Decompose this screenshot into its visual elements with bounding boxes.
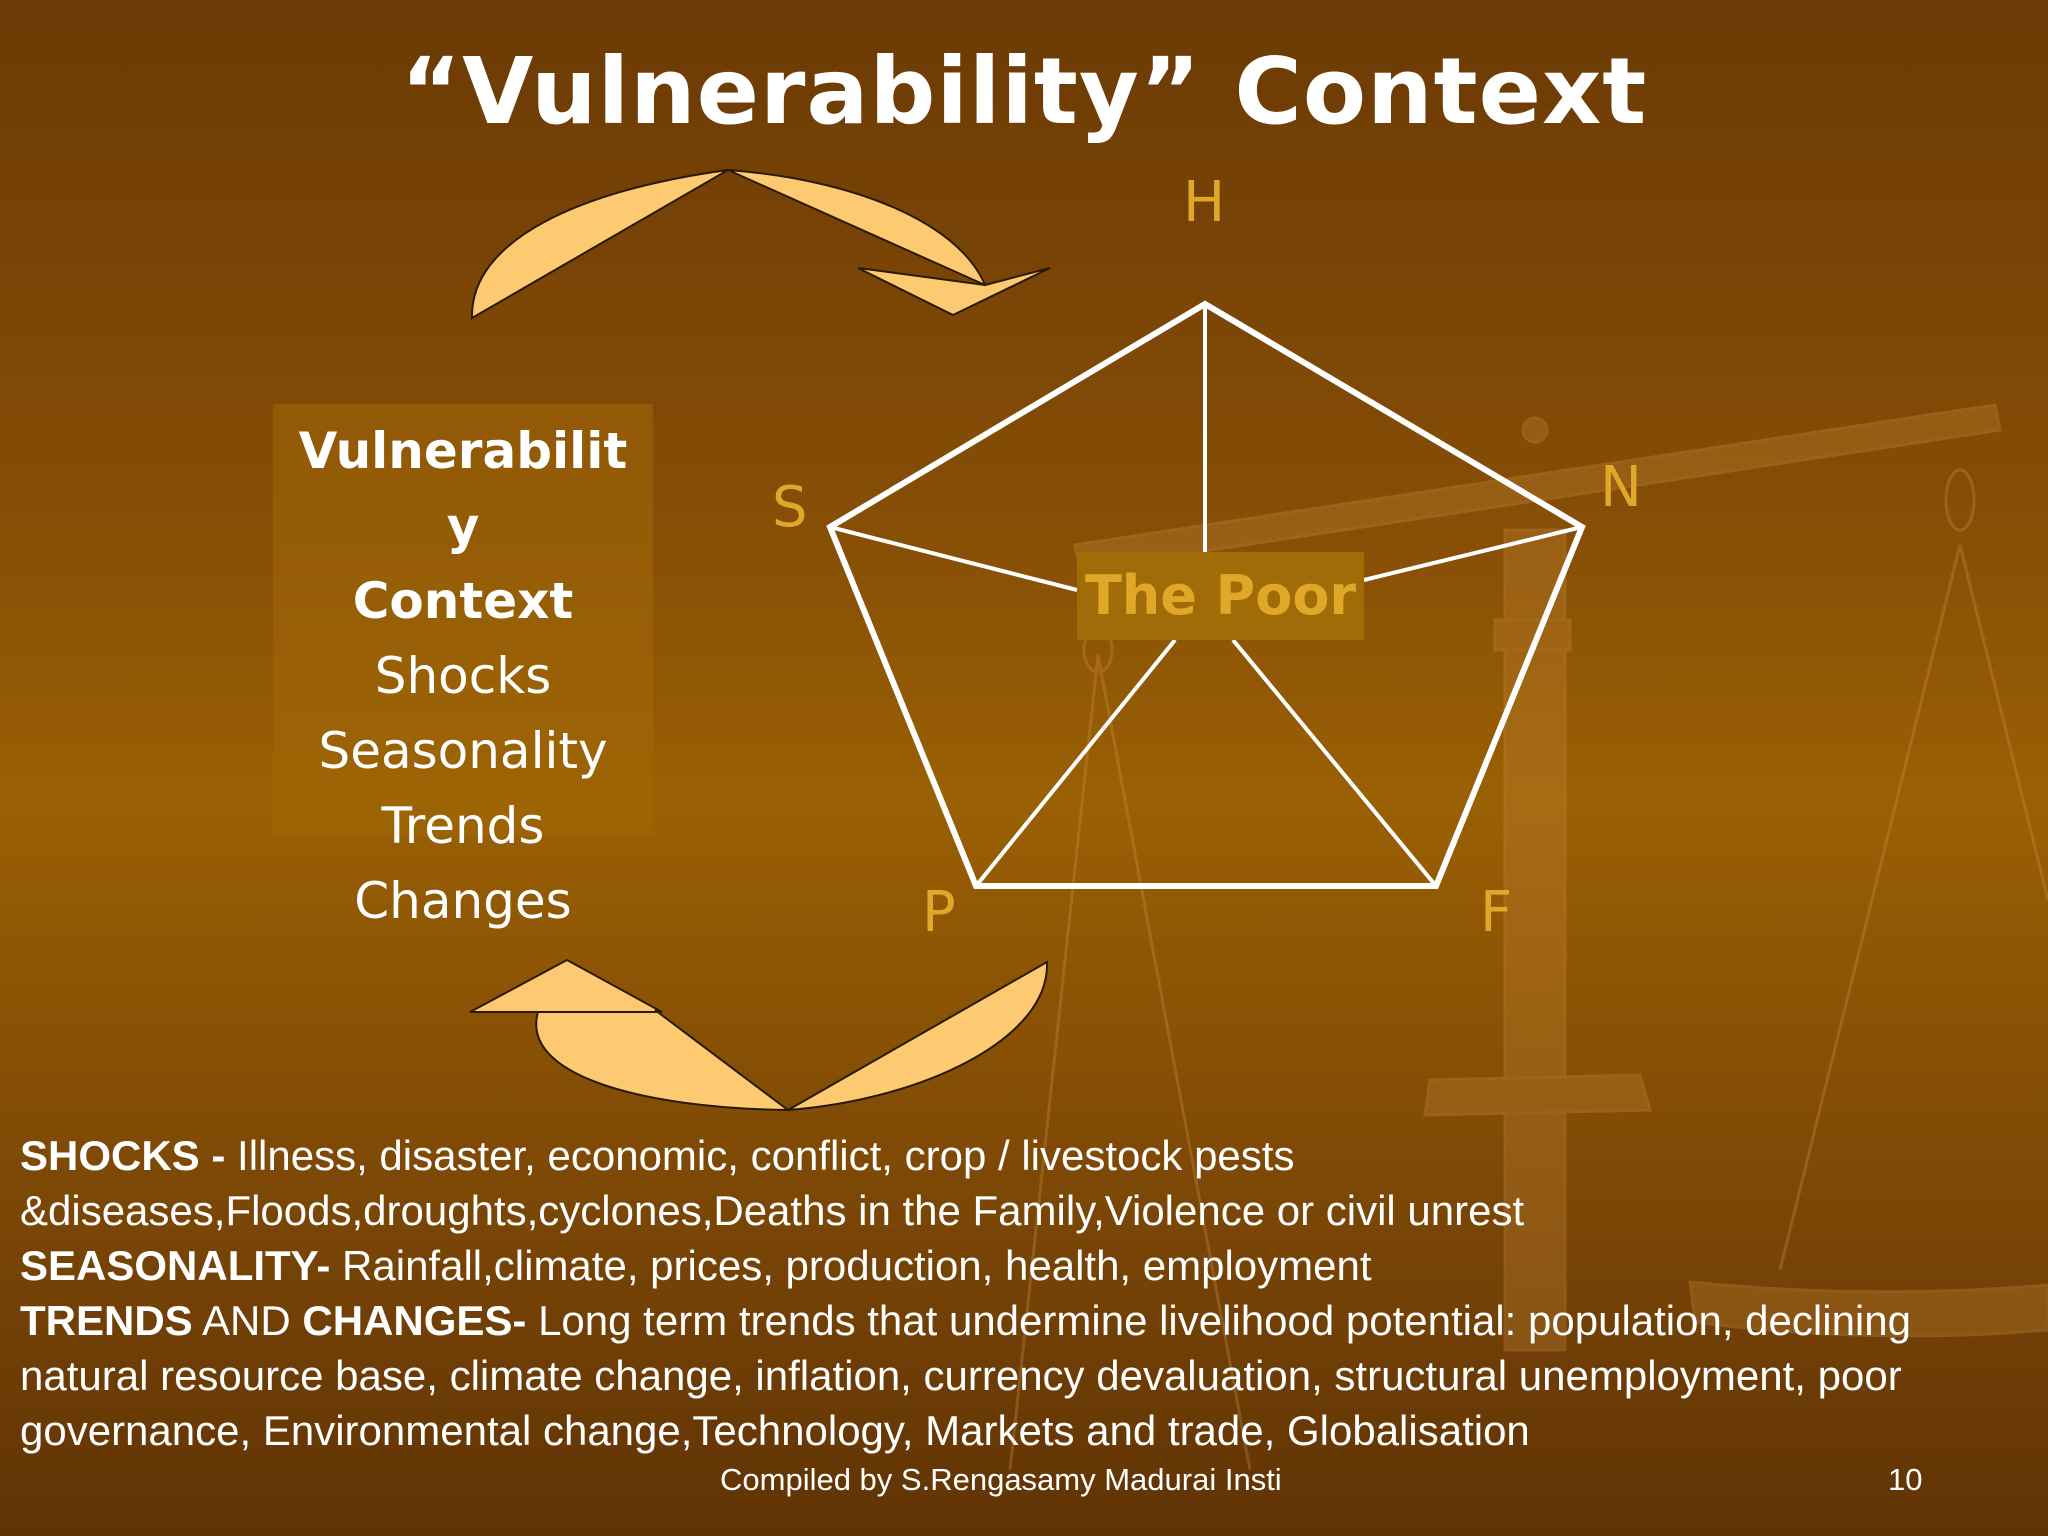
trends-note: TRENDS AND CHANGES- Long term trends tha… bbox=[20, 1293, 1980, 1458]
vulnerability-context-list: Vulnerabilit y Context Shocks Seasonalit… bbox=[273, 414, 653, 939]
footer-credit: Compiled by S.Rengasamy Madurai Insti bbox=[720, 1462, 1282, 1497]
and-text: AND bbox=[192, 1297, 303, 1344]
vulnerability-notes: SHOCKS - Illness, disaster, economic, co… bbox=[20, 1128, 1980, 1458]
top-curved-arrow bbox=[470, 168, 1051, 320]
shocks-label: SHOCKS - bbox=[20, 1132, 226, 1179]
context-item-changes: Changes bbox=[354, 872, 572, 930]
context-item-trends: Trends bbox=[381, 797, 545, 855]
vertex-label-h: H bbox=[1183, 170, 1226, 235]
seasonality-note: SEASONALITY- Rainfall,climate, prices, p… bbox=[20, 1238, 1980, 1293]
vulnerability-context-box bbox=[273, 404, 653, 836]
vertex-label-f: F bbox=[1480, 880, 1513, 945]
shocks-note: SHOCKS - Illness, disaster, economic, co… bbox=[20, 1128, 1980, 1238]
slide-title: “Vulnerability” Context bbox=[400, 38, 1648, 145]
context-item-seasonality: Seasonality bbox=[318, 722, 608, 780]
seasonality-text: Rainfall,climate, prices, production, he… bbox=[330, 1242, 1372, 1289]
page-number: 10 bbox=[1888, 1462, 1923, 1497]
context-heading-line3: Context bbox=[352, 572, 574, 630]
context-heading-line2: y bbox=[446, 497, 480, 555]
trends-label: TRENDS bbox=[20, 1297, 193, 1344]
pentagon-spokes bbox=[829, 304, 1583, 888]
pentagon-outline bbox=[826, 300, 1586, 889]
context-item-shocks: Shocks bbox=[374, 647, 552, 705]
the-poor-label: The Poor bbox=[1077, 552, 1364, 640]
context-heading-line1: Vulnerabilit bbox=[298, 422, 628, 480]
trends-text: Long term trends that undermine liveliho… bbox=[20, 1297, 1911, 1454]
shocks-text: Illness, disaster, economic, conflict, c… bbox=[20, 1132, 1525, 1234]
vertex-label-n: N bbox=[1600, 455, 1642, 520]
seasonality-label: SEASONALITY- bbox=[20, 1242, 331, 1289]
vertex-label-p: P bbox=[922, 880, 956, 945]
changes-label: CHANGES- bbox=[302, 1297, 527, 1344]
vertex-label-s: S bbox=[772, 475, 808, 540]
bottom-curved-arrow bbox=[469, 958, 1049, 1112]
